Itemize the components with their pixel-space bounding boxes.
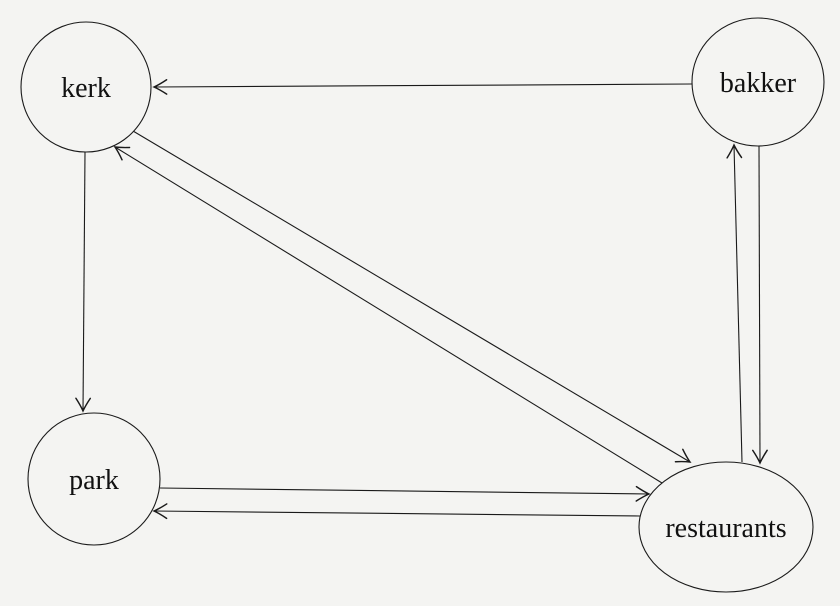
node-park-label: park bbox=[69, 465, 119, 496]
node-restaurants-label: restaurants bbox=[665, 513, 786, 544]
node-kerk-shape bbox=[20, 21, 152, 153]
edge-kerk-to-restaurants bbox=[132, 130, 692, 463]
node-park: park bbox=[27, 412, 161, 546]
edge-bakker-to-kerk bbox=[152, 78, 693, 95]
edge-restaurants-to-park bbox=[152, 503, 641, 520]
edge-layer bbox=[75, 78, 768, 520]
node-kerk-label: kerk bbox=[61, 73, 111, 104]
node-restaurants: restaurants bbox=[638, 461, 814, 593]
edge-kerk-to-park bbox=[75, 151, 92, 413]
edge-park-to-restaurants bbox=[159, 485, 651, 502]
node-layer: kerk bakker park restaurants bbox=[20, 17, 825, 593]
node-bakker: bakker bbox=[691, 17, 825, 147]
node-restaurants-shape bbox=[638, 461, 814, 593]
node-park-shape bbox=[27, 412, 161, 546]
node-bakker-shape bbox=[691, 17, 825, 147]
edge-bakker-to-restaurants bbox=[752, 145, 768, 465]
node-kerk: kerk bbox=[20, 21, 152, 153]
node-bakker-label: bakker bbox=[720, 68, 797, 99]
edge-restaurants-to-bakker bbox=[726, 143, 743, 463]
edge-restaurants-to-kerk bbox=[113, 146, 663, 484]
